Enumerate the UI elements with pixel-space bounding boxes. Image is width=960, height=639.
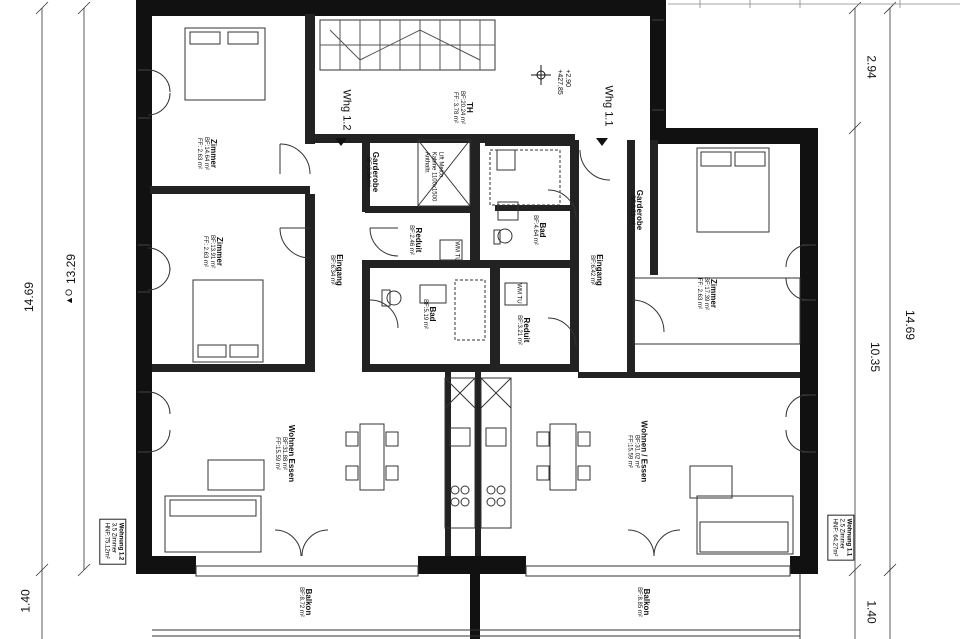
room-label: Bad BF:4.64 m² [531,215,547,245]
bed-icon [192,279,264,363]
dim-right-mid: 10.35 [868,341,883,373]
bed-icon [696,147,770,233]
arrow-down-icon [596,138,608,146]
elevation-label: +2.90 +427.85 [555,69,571,95]
room-label: Reduit BF:3.21 m² [515,315,531,345]
room-label: Balkon BF:8.85 m² [635,587,651,617]
unit-info-1-2: Wohnung 1.2 3.5 Zimmer HNF:75.12m² [99,518,127,565]
elevation-marker-icon [531,65,551,85]
whg-label-1-2: Whg 1.2 [340,89,353,131]
staircase-label: TH BF:20.24 m² FF: 3.78 m² [452,90,475,125]
sofa-icon [696,495,794,555]
dining-table-icon [359,423,385,491]
room-label: Eingang BF:6.34 m² [328,254,344,286]
sofa-icon [164,495,262,553]
dim-right-top: 2.94 [864,55,879,79]
dim-left-inner: 13.29 [64,253,79,285]
exterior-walls [136,0,818,639]
room-label: Garderobe BF:3.04 m² [365,151,381,193]
wm-tu-label: WM TU [453,241,460,262]
room-label: Balkon BF:8.72 m² [297,587,313,617]
dim-left-marker: ▲O [63,289,74,305]
furniture [164,27,794,555]
room-label: Zimmer BF:13.91 m² FF: 2.63 m² [202,234,225,269]
room-label: Wohnen / Essen BF:31.02 m² FF:15.59 m² [626,420,649,483]
room-label: Zimmer BF:17.39 m² FF: 2.63 m² [696,276,719,311]
dim-right-balcony: 1.40 [864,600,879,624]
table-icon [689,465,733,499]
room-label: Wohnen Essen BF:31.88 m² FF:15.59 m² [274,424,297,483]
room-label: Garderobe BF:3.73 m² [629,189,645,231]
interior-walls [150,14,800,556]
arrow-down-icon [335,138,347,146]
room-label: Zimmer BF:14.64 m² FF: 2.63 m² [196,136,219,171]
whg-label-1-1: Whg 1.1 [602,85,615,127]
dining-table-icon [549,423,577,491]
wm-tu-label: WM TU [515,283,522,304]
room-label: Bad BF:5.19 m² [421,299,437,329]
unit-info-1-1: Wohnung 1.1 2.5 Zimmer HNF: 64.27m² [827,514,855,561]
lift-label: Lift Meico Kabine 1100x1500 Anthaltr. [423,151,444,202]
table-icon [207,459,265,491]
dim-right-total: 14.69 [903,309,918,341]
dim-left-balcony: 1.40 [18,589,33,613]
room-label: Reduit BF:2.46 m² [407,225,423,255]
bed-icon [184,27,266,101]
room-label: Eingang BF:6.42 m² [588,254,604,286]
dim-left-total: 14.69 [22,281,37,313]
